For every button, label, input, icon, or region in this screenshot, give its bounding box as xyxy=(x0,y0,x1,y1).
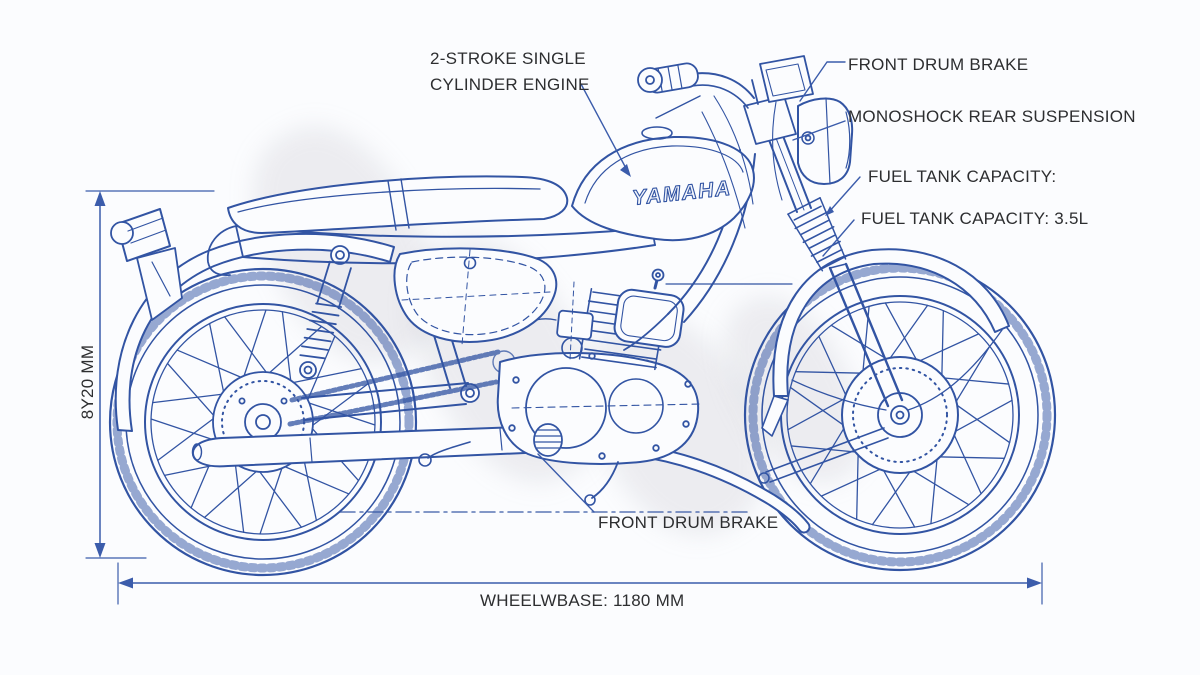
callout-engine-line2: CYLINDER ENGINE xyxy=(430,75,590,94)
taillight xyxy=(110,208,183,321)
cylinder-head xyxy=(613,288,685,348)
wheelbase-dimension xyxy=(117,562,1043,605)
handlebar xyxy=(637,62,755,119)
leader-fuel-heading xyxy=(825,176,861,216)
leader-engine xyxy=(580,83,631,177)
leader-fuel-value xyxy=(822,219,855,257)
leader-front-drum-bottom xyxy=(537,453,595,513)
front-spokes xyxy=(787,302,1013,528)
kick-lever xyxy=(591,461,619,499)
rear-spokes xyxy=(150,309,376,535)
callout-engine-line1: 2-STROKE SINGLE xyxy=(430,49,586,68)
front-fender xyxy=(761,248,1010,437)
rear-shock xyxy=(299,245,352,379)
wheelbase-dimension-label: WHEELWBASE: 1180 MM xyxy=(480,591,685,610)
callout-engine: 2-STROKE SINGLE CYLINDER ENGINE xyxy=(430,46,590,98)
front-mudflap xyxy=(761,395,789,437)
control-cables xyxy=(701,95,783,229)
instrument-pod xyxy=(759,55,814,103)
callout-front-drum-bottom: FRONT DRUM BRAKE xyxy=(598,513,779,532)
height-dimension xyxy=(85,190,215,559)
leader-front-drum-top xyxy=(799,61,846,102)
engine xyxy=(418,268,701,506)
seat xyxy=(227,175,569,234)
brake-lever xyxy=(655,95,701,119)
tank-cap xyxy=(641,126,673,140)
brake-torque-arm xyxy=(758,427,889,484)
leader-lines xyxy=(537,61,861,513)
fork-gaiter xyxy=(787,197,848,272)
callout-fuel-value: FUEL TANK CAPACITY: 3.5L xyxy=(861,209,1089,228)
leader-monoshock xyxy=(792,120,846,141)
bottom-finned-cover xyxy=(533,423,563,457)
height-dimension-label: 8Y20 MM xyxy=(78,344,97,420)
side-panel xyxy=(393,247,558,346)
fuel-tank: YAMAHA xyxy=(571,126,755,242)
callout-fuel-heading: FUEL TANK CAPACITY: xyxy=(868,167,1057,186)
callout-front-drum-top: FRONT DRUM BRAKE xyxy=(848,55,1029,74)
front-forks xyxy=(761,117,904,408)
rear-mudflap xyxy=(136,247,183,321)
headlight xyxy=(797,97,854,185)
spark-plug xyxy=(653,278,659,290)
callout-monoshock: MONOSHOCK REAR SUSPENSION xyxy=(848,107,1136,126)
seat-strap xyxy=(387,180,397,231)
